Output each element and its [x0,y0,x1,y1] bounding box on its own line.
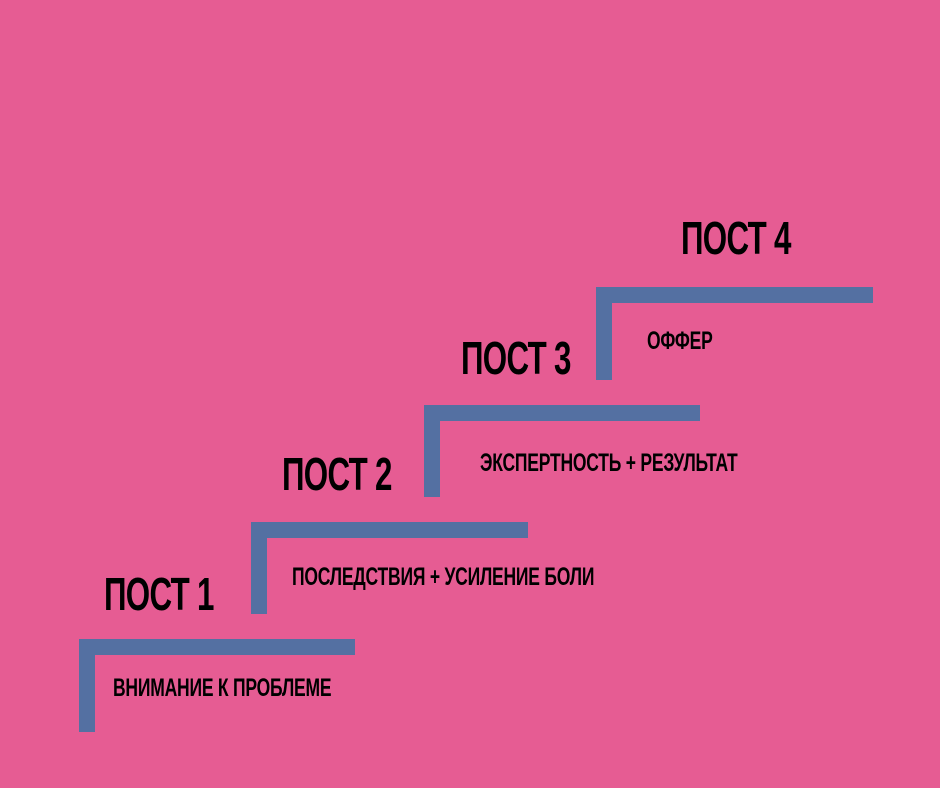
step-1-horizontal-line [79,639,355,655]
step-2-description: ПОСЛЕДСТВИЯ + УСИЛЕНИЕ БОЛИ [292,563,595,591]
step-1-vertical-line [79,639,95,732]
step-4-vertical-line [596,287,612,380]
step-2-title: ПОСТ 2 [282,448,392,500]
step-4-horizontal-line [596,287,873,303]
step-1-description: ВНИМАНИЕ К ПРОБЛЕМЕ [113,674,332,702]
step-4-description: ОФФЕР [647,327,713,355]
step-2-vertical-line [251,522,267,614]
step-3-description: ЭКСПЕРТНОСТЬ + РЕЗУЛЬТАТ [480,449,738,477]
step-3-vertical-line [424,405,440,497]
step-4-title: ПОСТ 4 [681,212,791,264]
step-1-title: ПОСТ 1 [104,568,214,620]
step-3-horizontal-line [424,405,700,421]
step-2-horizontal-line [251,522,528,538]
step-3-title: ПОСТ 3 [461,332,571,384]
